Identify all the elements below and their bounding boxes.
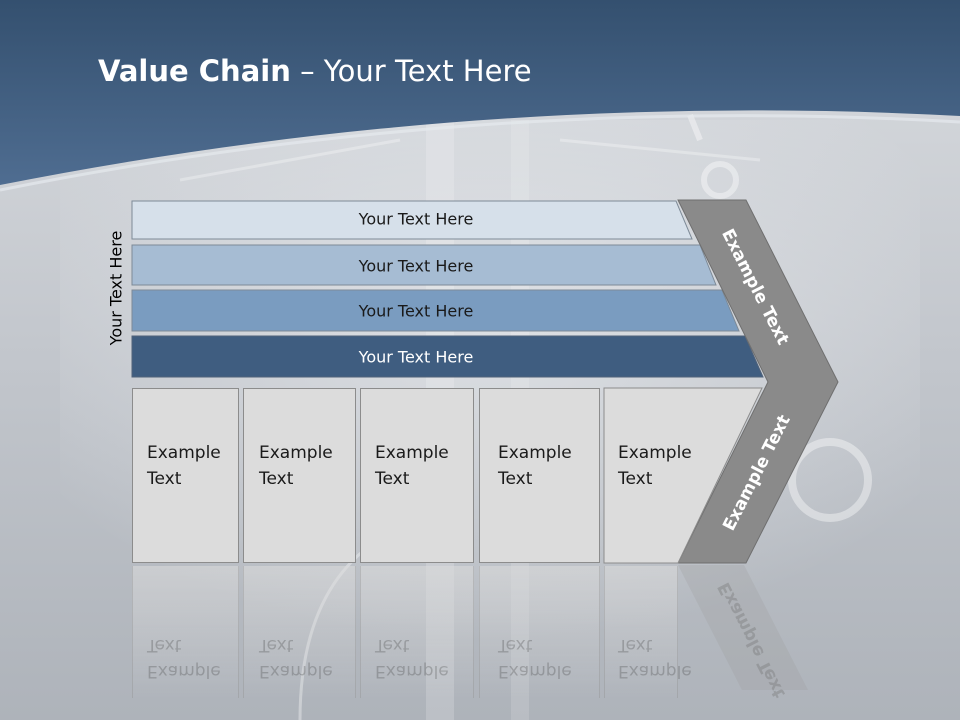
- row-bar-2: [131, 244, 717, 286]
- box-2-reflection-label: Example Text: [259, 635, 333, 681]
- box-1-reflection-label: Example Text: [147, 635, 221, 681]
- slide-title: Value Chain – Your Text Here: [98, 54, 532, 88]
- box-2-reflection: [243, 566, 356, 698]
- header-band: [0, 0, 960, 185]
- row-bar-1: [131, 200, 693, 240]
- chevron-shape: [677, 199, 839, 564]
- row-label-2: Your Text Here: [358, 256, 474, 276]
- box-5-reflection-label: Example Text: [618, 635, 692, 681]
- activity-box-3: [360, 388, 474, 563]
- row-label-1: Your Text Here: [358, 209, 474, 229]
- row-bar-3: [131, 289, 740, 332]
- title-bold: Value Chain: [98, 54, 291, 88]
- row-label-3: Your Text Here: [358, 301, 474, 321]
- activity-box-4-label: Example Text: [498, 443, 572, 489]
- activity-box-2: [243, 388, 356, 563]
- box-1-reflection: [132, 566, 239, 698]
- title-rest: – Your Text Here: [290, 54, 532, 88]
- activity-box-2-label: Example Text: [259, 443, 333, 489]
- box-5-reflection: [604, 566, 678, 698]
- activity-box-1: [132, 388, 239, 563]
- activity-box-4: [479, 388, 600, 563]
- box-3-reflection-label: Example Text: [375, 635, 449, 681]
- chevron-reflection: [678, 565, 808, 690]
- header-edge-highlight: [0, 114, 960, 192]
- row-bar-4: [131, 335, 764, 378]
- box-5-shape: [603, 387, 763, 564]
- activity-box-5-label: Example Text: [618, 443, 692, 489]
- box-4-reflection: [479, 566, 600, 698]
- box-4-reflection-label: Example Text: [498, 635, 572, 681]
- activity-box-3-label: Example Text: [375, 443, 449, 489]
- activity-box-1-label: Example Text: [147, 443, 221, 489]
- box-3-reflection: [360, 566, 474, 698]
- row-label-4: Your Text Here: [358, 347, 474, 367]
